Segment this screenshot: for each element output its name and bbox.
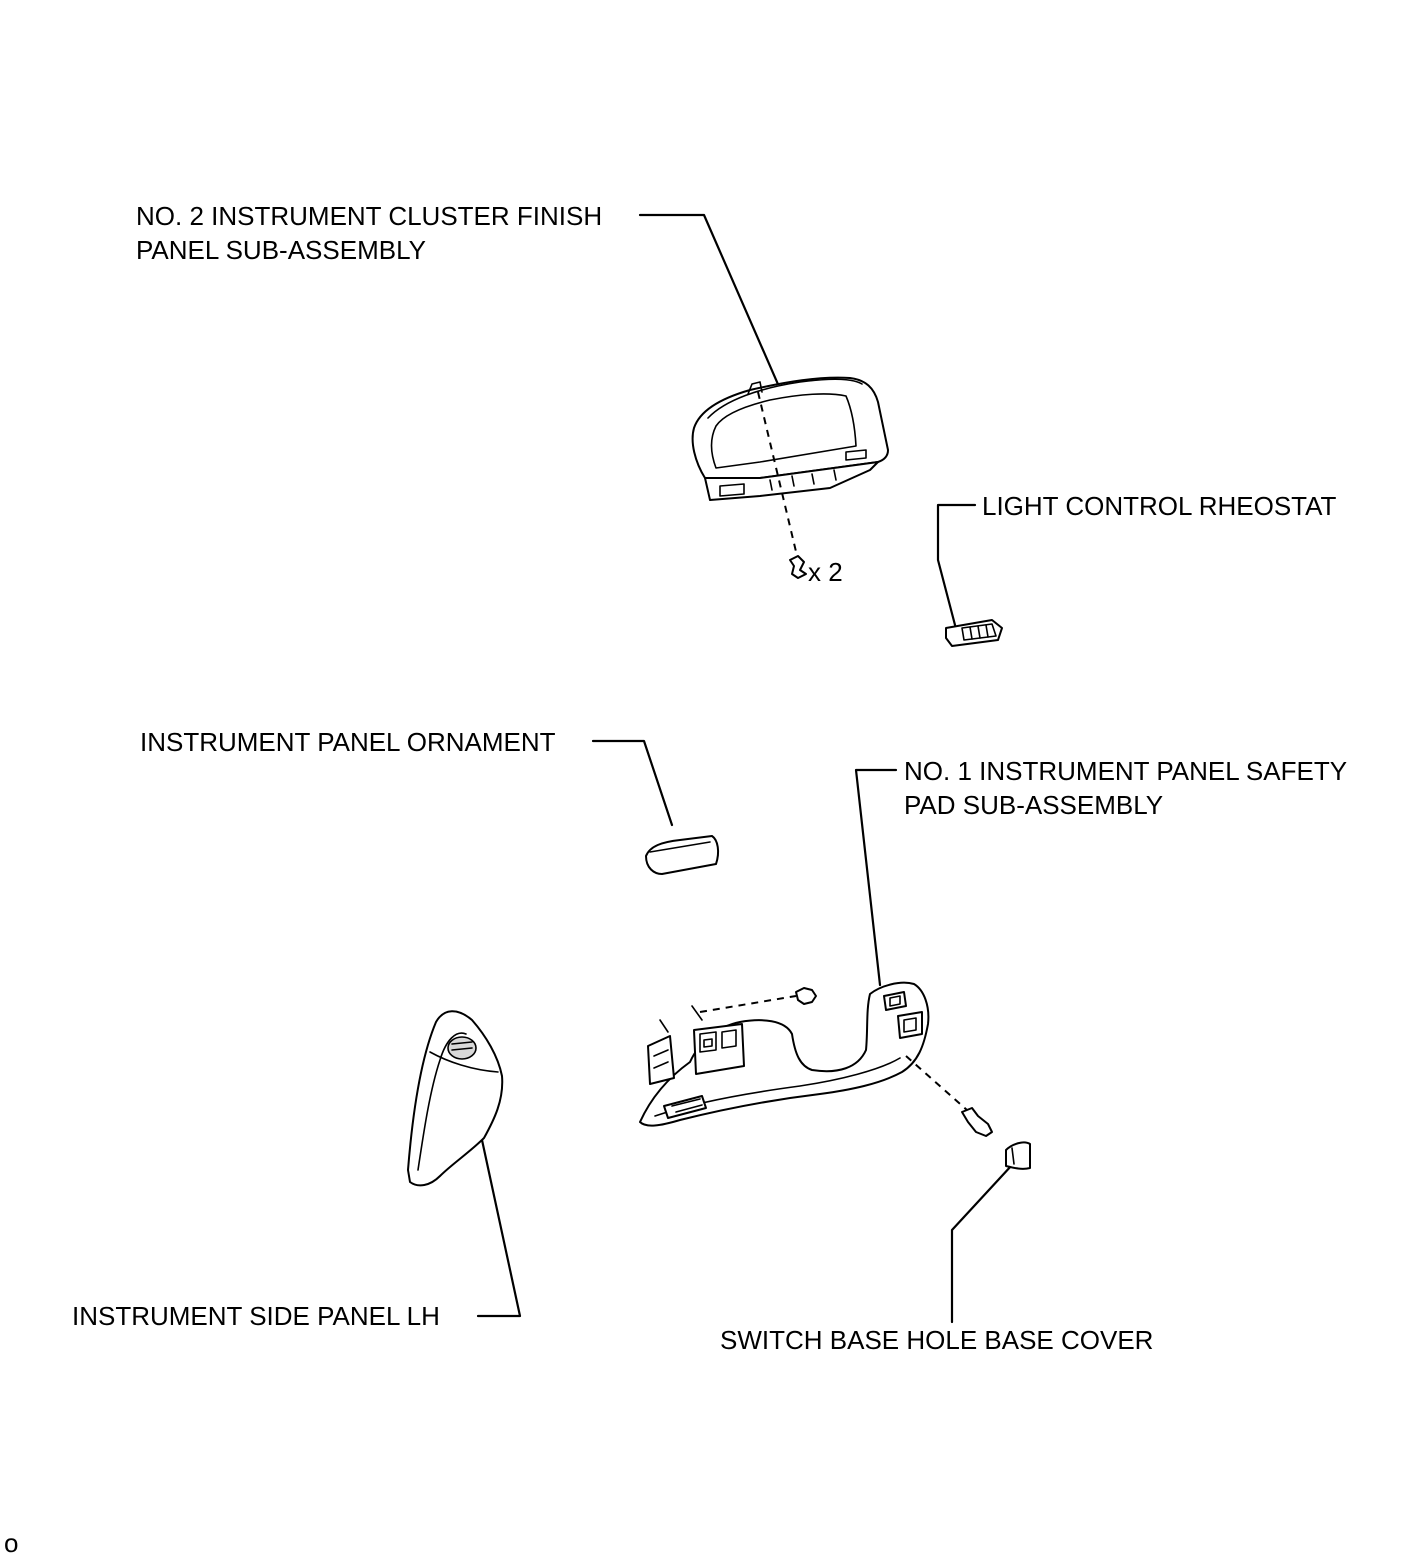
label-instrument-panel-ornament: INSTRUMENT PANEL ORNAMENT — [140, 727, 556, 757]
leader-instrument-panel-ornament — [591, 739, 674, 827]
cluster-clip — [757, 391, 807, 579]
label-cluster-finish-panel-line2: PANEL SUB-ASSEMBLY — [136, 235, 426, 265]
safety-pad-part — [639, 981, 930, 1127]
figure-code: o — [4, 1528, 19, 1558]
leader-light-control-rheostat — [936, 503, 977, 627]
leader-side-panel-lh — [476, 1138, 522, 1318]
leader-switch-base-hole-cover — [950, 1163, 1014, 1324]
cluster-finish-panel-part — [691, 376, 889, 501]
instrument-panel-ornament-part — [645, 835, 720, 875]
label-clip-quantity: x 2 — [808, 557, 843, 587]
leader-cluster-finish-panel — [638, 213, 786, 400]
leader-lines — [476, 213, 1014, 1324]
side-panel-lh-part — [407, 1010, 504, 1187]
label-switch-base-hole-cover: SWITCH BASE HOLE BASE COVER — [720, 1325, 1154, 1355]
label-side-panel-lh: INSTRUMENT SIDE PANEL LH — [72, 1301, 440, 1331]
switch-base-hole-cover-part — [1005, 1141, 1031, 1170]
label-safety-pad-line2: PAD SUB-ASSEMBLY — [904, 790, 1164, 820]
leader-safety-pad — [854, 768, 898, 987]
label-safety-pad-line1: NO. 1 INSTRUMENT PANEL SAFETY — [904, 756, 1348, 786]
light-control-rheostat-part — [945, 619, 1003, 647]
label-light-control-rheostat: LIGHT CONTROL RHEOSTAT — [982, 491, 1337, 521]
label-cluster-finish-panel-line1: NO. 2 INSTRUMENT CLUSTER FINISH — [136, 201, 603, 231]
safety-pad-screws — [699, 987, 993, 1137]
